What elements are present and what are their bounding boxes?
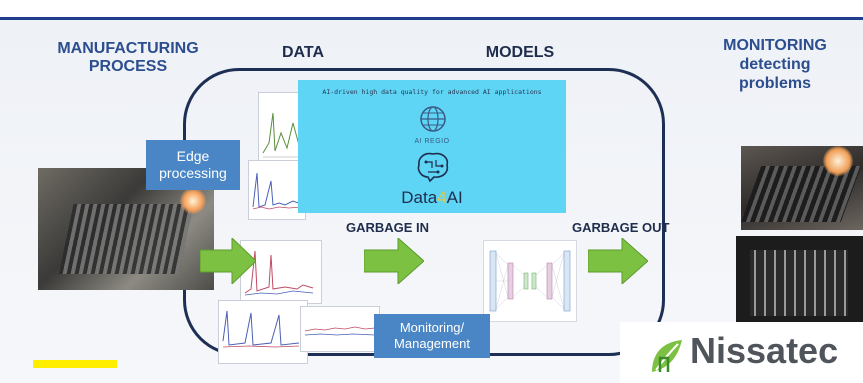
arrow-right-icon <box>364 238 424 284</box>
neural-network-diagram <box>483 240 577 322</box>
nissatec-logo: Nissatec <box>620 322 863 383</box>
edge-processing-label: Edge processing <box>159 147 227 182</box>
globe-network-icon <box>420 106 446 132</box>
leaf-logo-icon <box>652 340 682 372</box>
data-chart-3 <box>240 240 322 304</box>
monitoring-management-label: Monitoring/ Management <box>394 319 470 351</box>
data4ai-brand: Data4AI <box>401 188 463 207</box>
data4ai-panel: AI-driven high data quality for advanced… <box>298 80 566 213</box>
yellow-accent-bar <box>33 360 117 368</box>
arrow-right-icon <box>200 238 256 284</box>
top-border <box>0 0 863 20</box>
laser-cutting-closeup-photo <box>741 146 863 230</box>
data-chart-5 <box>300 306 380 352</box>
brain-circuit-icon <box>417 152 449 183</box>
header-monitoring: MONITORING detecting problems <box>723 37 827 93</box>
header-data: DATA <box>281 44 325 61</box>
arrow-right-icon <box>588 238 648 284</box>
header-manufacturing-process: MANUFACTURING PROCESS <box>57 40 199 75</box>
defective-part-photo <box>736 236 863 328</box>
ai-regio-label: AI REGIO <box>414 138 450 145</box>
garbage-in-label: GARBAGE IN <box>346 220 430 235</box>
data4ai-tagline: AI-driven high data quality for advanced… <box>322 88 542 96</box>
garbage-out-label: GARBAGE OUT <box>572 220 670 235</box>
edge-processing-box: Edge processing <box>146 140 240 190</box>
nissatec-wordmark: Nissatec <box>690 330 839 371</box>
monitoring-management-box: Monitoring/ Management <box>374 314 490 358</box>
data-chart-4 <box>218 300 308 364</box>
header-models: MODELS <box>485 44 555 61</box>
